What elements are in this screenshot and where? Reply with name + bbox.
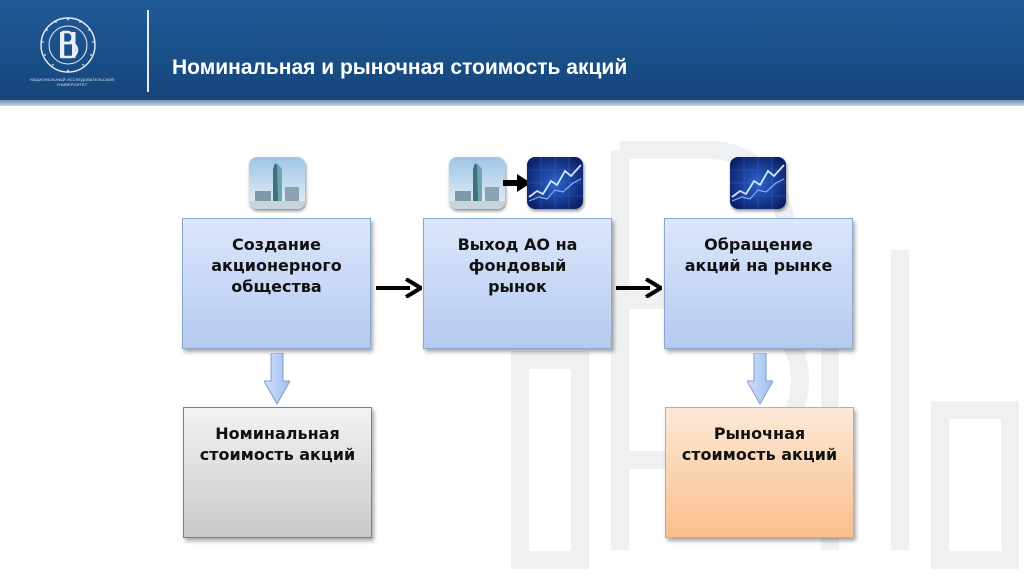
- step-label: Создание акционерного общества: [211, 235, 342, 296]
- header-bar: [0, 0, 1024, 100]
- arrow-icon: [503, 174, 531, 192]
- step-box-market-entry: Выход АО на фондовый рынок: [423, 218, 612, 349]
- result-label: Рыночная стоимость акций: [681, 424, 838, 464]
- header-divider: [147, 10, 149, 92]
- down-arrow: [264, 353, 290, 405]
- down-arrow: [747, 353, 773, 405]
- step-box-creation: Создание акционерного общества: [182, 218, 371, 349]
- stock-chart-icon: [730, 157, 786, 209]
- result-box-nominal: Номинальная стоимость акций: [183, 407, 372, 538]
- page-title: Номинальная и рыночная стоимость акций: [172, 56, 628, 79]
- building-icon: [249, 157, 305, 209]
- stock-chart-icon: [527, 157, 583, 209]
- flow-arrow: [616, 278, 662, 298]
- result-label: Номинальная стоимость акций: [199, 424, 356, 464]
- hse-logo: [22, 12, 122, 92]
- step-box-circulation: Обращение акций на рынке: [664, 218, 853, 349]
- flow-arrow: [376, 278, 422, 298]
- header-underline: [0, 100, 1024, 106]
- step-label: Выход АО на фондовый рынок: [457, 235, 578, 296]
- result-box-market: Рыночная стоимость акций: [665, 407, 854, 538]
- building-icon: [449, 157, 505, 209]
- logo-caption: НАЦИОНАЛЬНЫЙ ИССЛЕДОВАТЕЛЬСКИЙ УНИВЕРСИТ…: [29, 77, 115, 87]
- step-label: Обращение акций на рынке: [684, 235, 833, 275]
